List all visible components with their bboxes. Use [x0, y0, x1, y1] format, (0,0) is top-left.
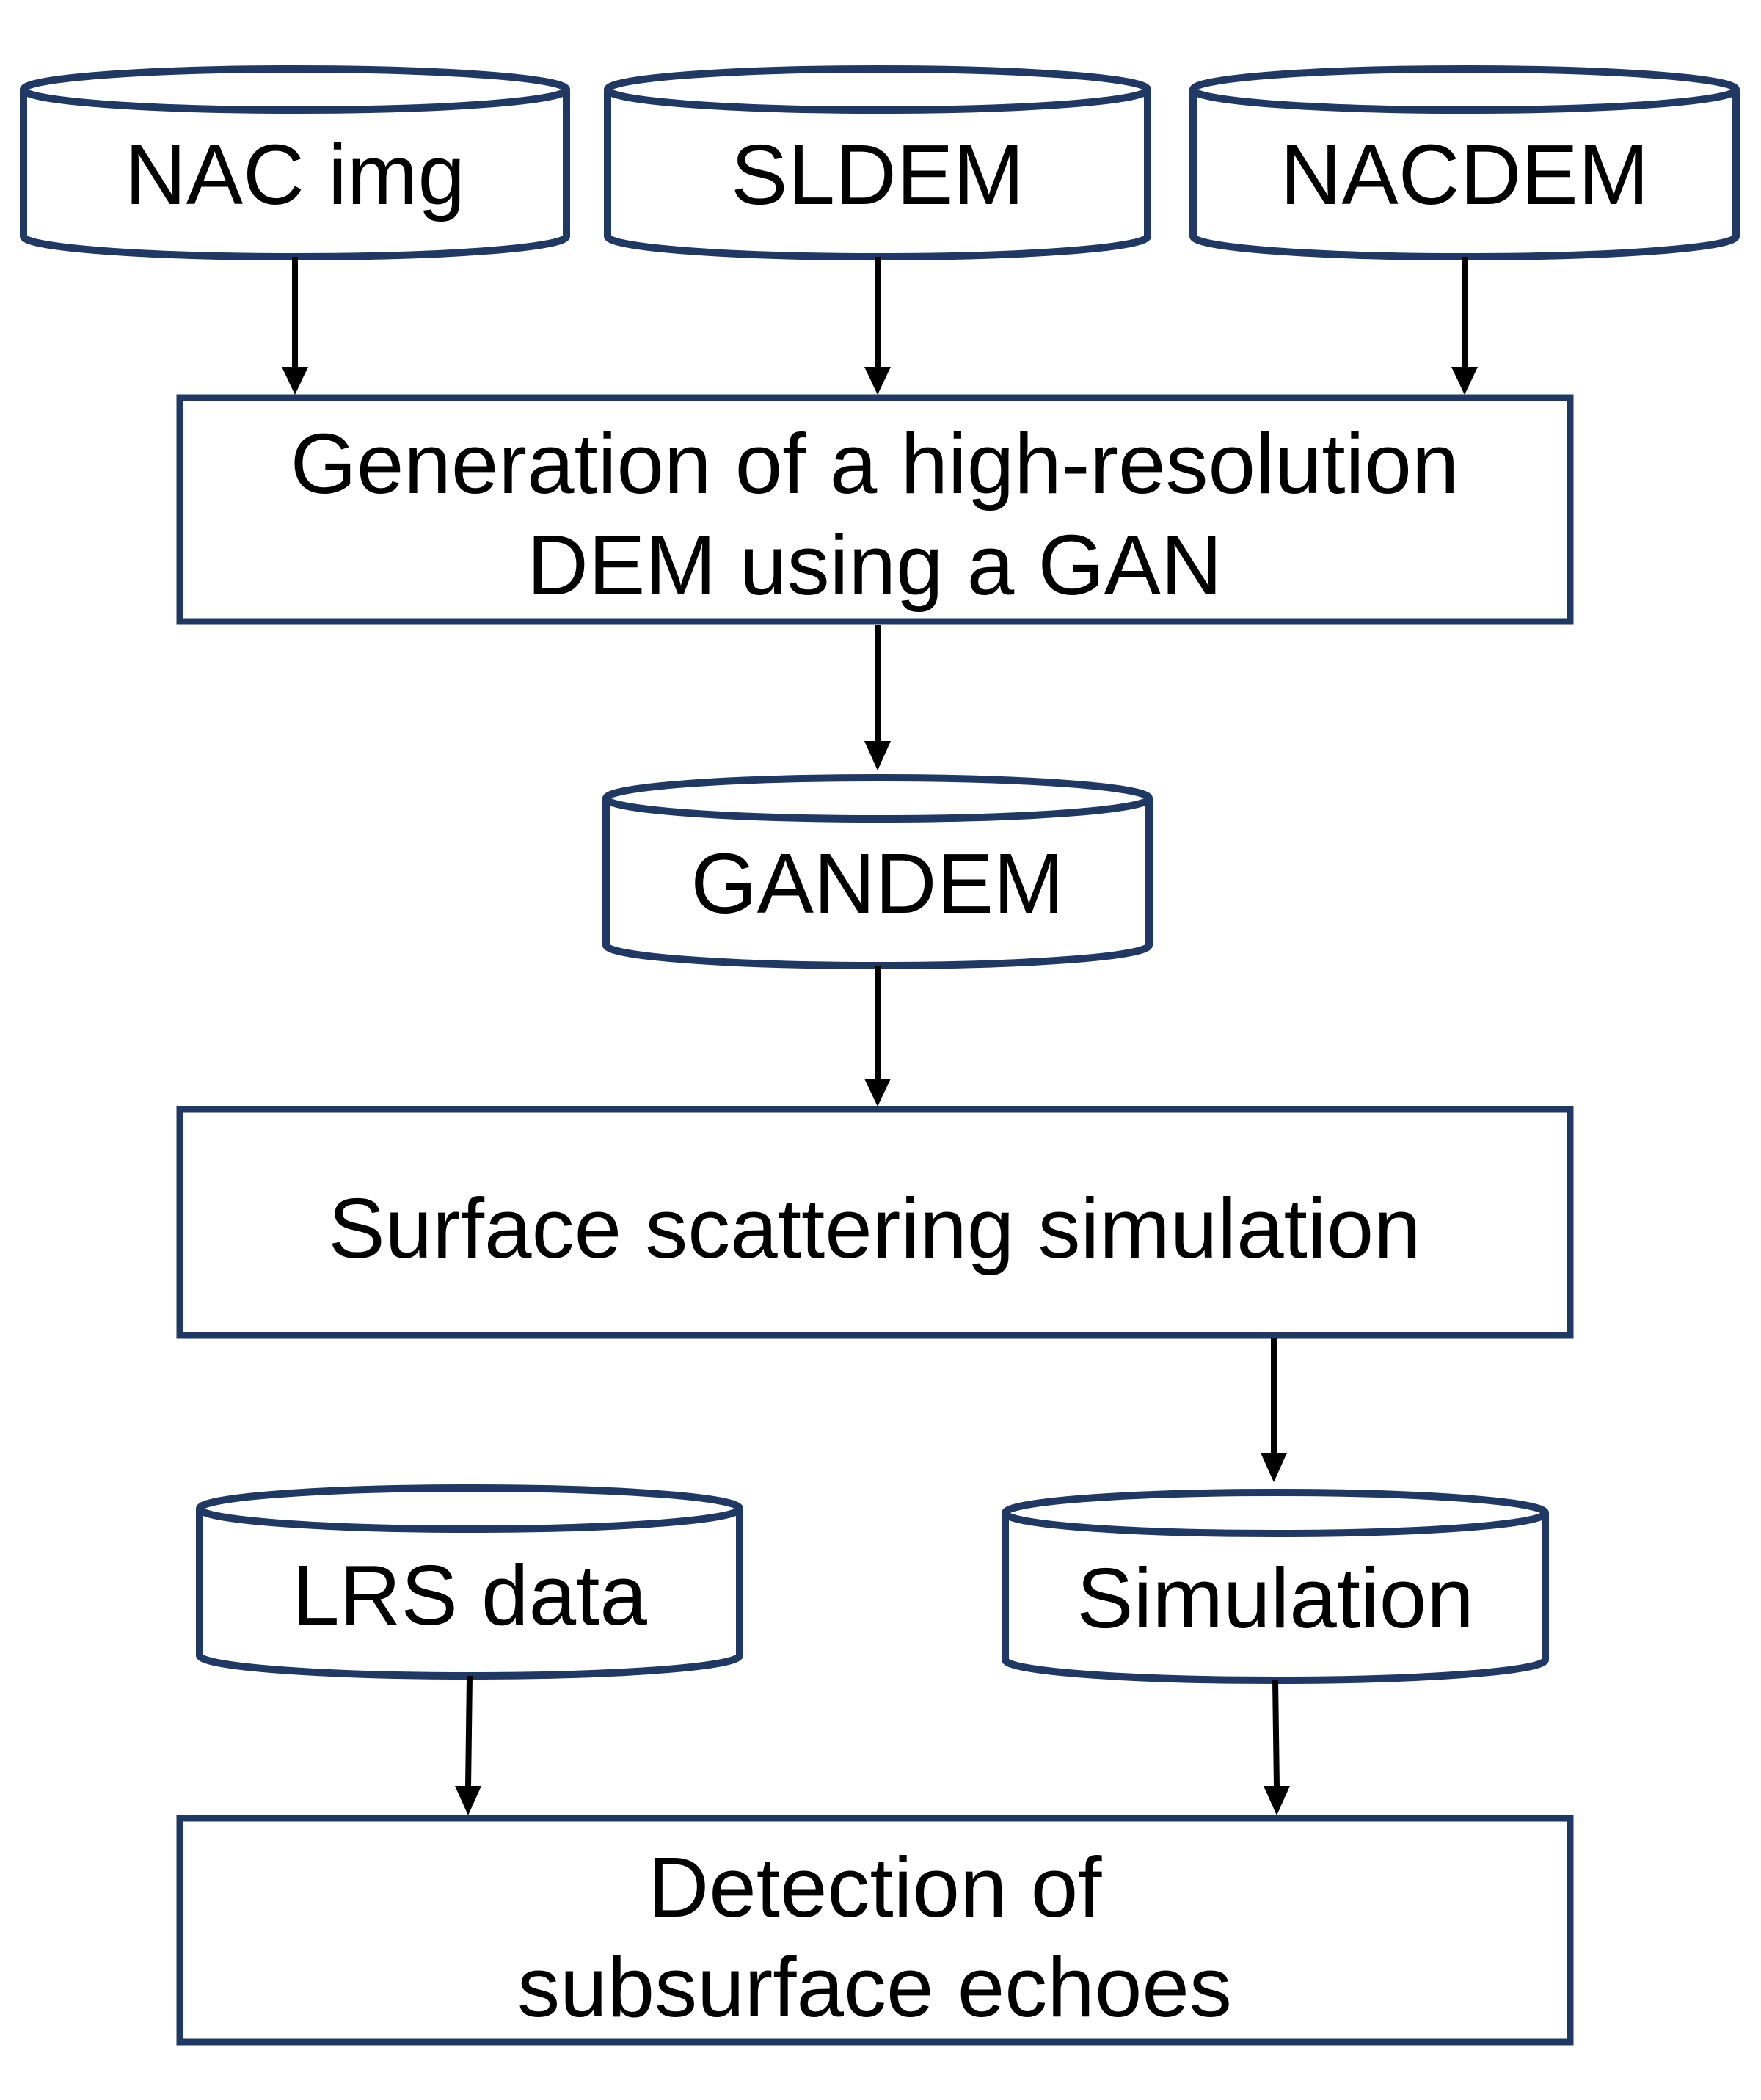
process-detection-line1: Detection of: [647, 1840, 1102, 1935]
datastore-gandem-label: GANDEM: [690, 836, 1064, 931]
arrow-gandem-to-surface-sim: [864, 966, 891, 1106]
datastore-nac-img: NAC img: [20, 65, 570, 260]
process-detection-subsurface-echoes: Detection of subsurface echoes: [176, 1815, 1574, 2046]
process-generation-dem-line2: DEM using a GAN: [527, 517, 1222, 613]
datastore-simulation-label: Simulation: [1076, 1550, 1474, 1646]
process-surface-scattering-simulation-label: Surface scattering simulation: [328, 1181, 1421, 1276]
arrow-lrs-data-to-detection: [455, 1675, 481, 1815]
process-generation-dem: Generation of a high-resolution DEM usin…: [176, 394, 1574, 625]
arrow-nac-img-to-generation: [282, 257, 308, 395]
arrow-sldem-to-generation: [864, 257, 891, 395]
datastore-sldem-label: SLDEM: [731, 127, 1024, 222]
datastore-gandem: GANDEM: [602, 774, 1153, 969]
arrow-surface-sim-to-simulation: [1261, 1338, 1287, 1482]
datastore-sldem: SLDEM: [604, 65, 1151, 260]
datastore-nacdem: NACDEM: [1189, 65, 1740, 260]
process-generation-dem-line1: Generation of a high-resolution: [291, 416, 1459, 511]
datastore-simulation: Simulation: [1002, 1489, 1549, 1684]
arrow-generation-to-gandem: [864, 625, 891, 770]
datastore-lrs-data: LRS data: [196, 1484, 743, 1680]
datastore-nac-img-label: NAC img: [125, 127, 465, 222]
process-detection-line2: subsurface echoes: [517, 1939, 1232, 2035]
arrow-nacdem-to-generation: [1451, 257, 1478, 395]
process-surface-scattering-simulation: Surface scattering simulation: [176, 1106, 1574, 1339]
datastore-lrs-data-label: LRS data: [292, 1547, 647, 1643]
arrow-simulation-to-detection: [1264, 1680, 1290, 1815]
datastore-nacdem-label: NACDEM: [1280, 127, 1649, 222]
